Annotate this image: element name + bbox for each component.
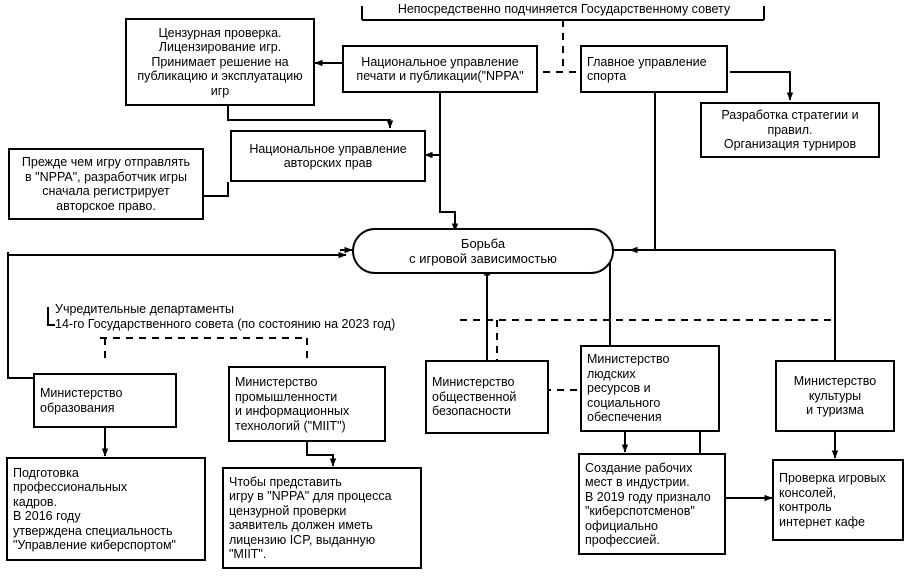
arrow-nppa-to-center (439, 155, 459, 232)
node-ministry-human-resources[interactable]: Министерство людских ресурсов и социальн… (580, 345, 720, 432)
node-gaming-addiction-center[interactable]: Борьба с игровой зависимостью (352, 228, 614, 274)
node-copyright-note[interactable]: Прежде чем игру отправлять в "NPPA", раз… (8, 148, 204, 220)
arrow-sports-to-strategy (730, 71, 794, 101)
node-education-note[interactable]: Подготовка профессиональных кадров. В 20… (6, 457, 206, 561)
node-ministry-education[interactable]: Министерство образования (33, 373, 177, 428)
node-ministry-public-security[interactable]: Министерство общественной безопасности (425, 360, 549, 434)
state-council-label: Непосредственно подчиняется Государствен… (368, 2, 760, 17)
node-nppa[interactable]: Национальное управление печати и публика… (342, 45, 538, 93)
node-censorship-review[interactable]: Цензурная проверка. Лицензирование игр. … (125, 18, 315, 106)
founding-departments-caption: Учредительные департаменты 14-го Государ… (55, 302, 455, 332)
node-miit-note[interactable]: Чтобы представить игру в "NPPA" для проц… (222, 467, 422, 569)
arrow-censorship-to-copyright (227, 105, 394, 129)
node-sports-administration[interactable]: Главное управление спорта (580, 45, 728, 93)
arrow-sports-to-center (629, 93, 656, 254)
node-human-resources-note[interactable]: Создание рабочих мест в индустрии. В 201… (578, 453, 726, 555)
left-rail-to-education (7, 252, 33, 379)
node-ministry-culture-tourism[interactable]: Министерство культуры и туризма (775, 360, 895, 432)
node-ministry-miit[interactable]: Министерство промышленности и информацио… (228, 366, 386, 442)
arrow-miit-to-note (306, 442, 337, 467)
arrow-nppa-to-copyright (424, 93, 441, 159)
node-strategy-tournaments[interactable]: Разработка стратегии и правил. Организац… (700, 102, 880, 158)
arrow-left-rail-to-center (7, 251, 347, 259)
node-culture-note[interactable]: Проверка игровых консолей, контроль инте… (772, 459, 904, 541)
node-copyright-administration[interactable]: Национальное управление авторских прав (230, 130, 426, 182)
